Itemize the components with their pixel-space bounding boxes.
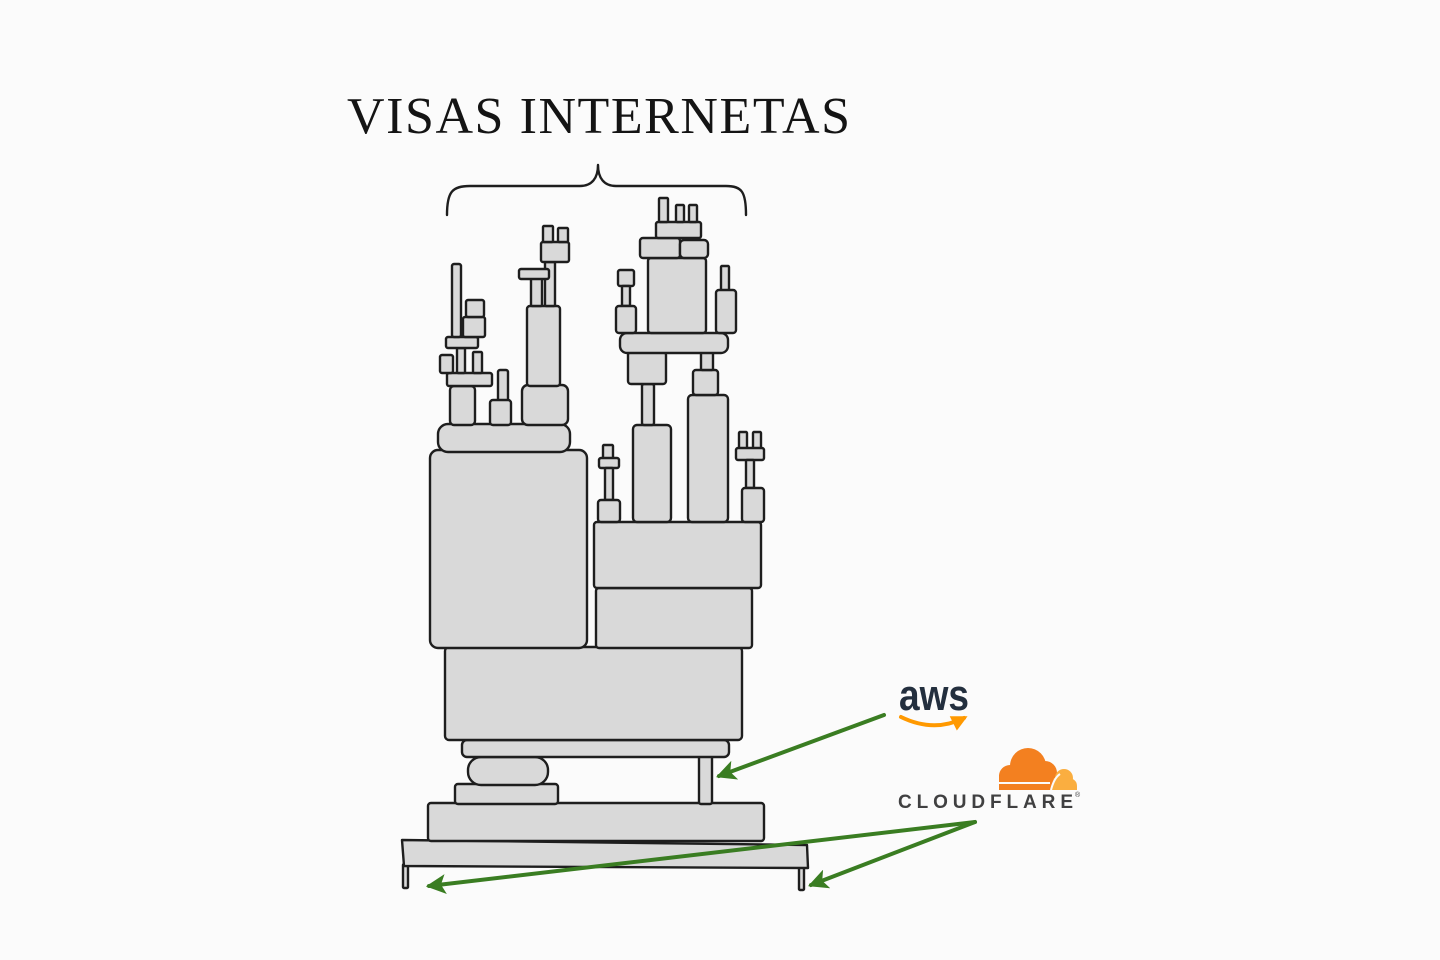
amazon-smile-arrow-icon — [899, 715, 968, 731]
left-small-block — [438, 353, 455, 375]
annotation-arrows — [425, 713, 977, 894]
base-platform — [400, 838, 810, 870]
aws-logo: aws — [899, 671, 969, 731]
right-big-square — [646, 256, 708, 335]
leg-left — [401, 862, 410, 890]
middle-top-post — [556, 226, 570, 244]
left-post — [455, 346, 467, 375]
piece-block — [596, 498, 622, 524]
right-top-bar — [678, 238, 710, 260]
big-block — [443, 645, 744, 742]
left-square — [461, 315, 487, 339]
right-right-block — [714, 288, 738, 335]
curly-brace — [445, 163, 748, 217]
right-top-post — [687, 203, 699, 224]
tower — [400, 196, 810, 892]
right-slab — [618, 331, 730, 355]
cloudflare-arrow-right — [808, 820, 977, 889]
left-square — [464, 298, 486, 319]
right-small-block — [626, 350, 668, 386]
registered-mark: ® — [1075, 791, 1081, 799]
small-post — [496, 368, 510, 404]
base-layer-3 — [453, 782, 560, 806]
left-post — [471, 350, 484, 375]
cloudflare-cloud-icon — [998, 748, 1077, 791]
right-small-block — [691, 368, 720, 397]
middle-post — [529, 276, 544, 308]
right-top-post — [657, 196, 670, 224]
right-top-post — [674, 203, 686, 224]
middle-tall-block — [525, 304, 562, 388]
right-top-bar — [638, 236, 682, 260]
left-crossbar-upper — [444, 335, 480, 350]
right-top-rail — [654, 220, 703, 240]
right-stick — [640, 382, 656, 427]
left-slab — [436, 422, 572, 454]
slab — [460, 738, 731, 759]
right-block-lower — [594, 586, 754, 650]
right-left-block — [614, 304, 638, 335]
support-stick — [697, 753, 714, 806]
left-base-block — [448, 384, 477, 427]
small-block — [488, 398, 513, 427]
middle-crossbar — [517, 267, 551, 281]
middle-top-block — [539, 240, 571, 264]
aws-arrow — [715, 713, 886, 780]
right-left-post — [620, 284, 632, 308]
middle-base-block — [520, 383, 570, 427]
piece-bar — [734, 446, 766, 462]
left-crossbar — [445, 371, 494, 388]
leg-right — [797, 864, 806, 892]
piece-post — [603, 466, 615, 502]
base-layer-2 — [426, 801, 766, 843]
right-left-cap — [616, 268, 636, 288]
cloudflare-arrow-left — [425, 820, 977, 894]
left-tall-stick — [450, 262, 463, 339]
left-block — [428, 448, 589, 650]
right-tall-block — [631, 423, 673, 524]
middle-top-post — [541, 224, 555, 244]
cloudflare-wordmark: CLOUDFLARE — [898, 792, 1073, 813]
aws-wordmark: aws — [899, 671, 969, 720]
piece-block — [740, 486, 766, 524]
piece-bar — [597, 456, 621, 470]
cloudflare-logo: CLOUDFLARE ® — [898, 748, 1081, 813]
right-tall-block — [686, 393, 730, 524]
right-block-upper — [592, 520, 763, 590]
round-block — [466, 755, 550, 787]
right-stick — [699, 350, 715, 372]
page-title: VISAS INTERNETAS — [347, 88, 850, 145]
right-right-post — [719, 264, 731, 293]
piece-post — [744, 458, 756, 490]
